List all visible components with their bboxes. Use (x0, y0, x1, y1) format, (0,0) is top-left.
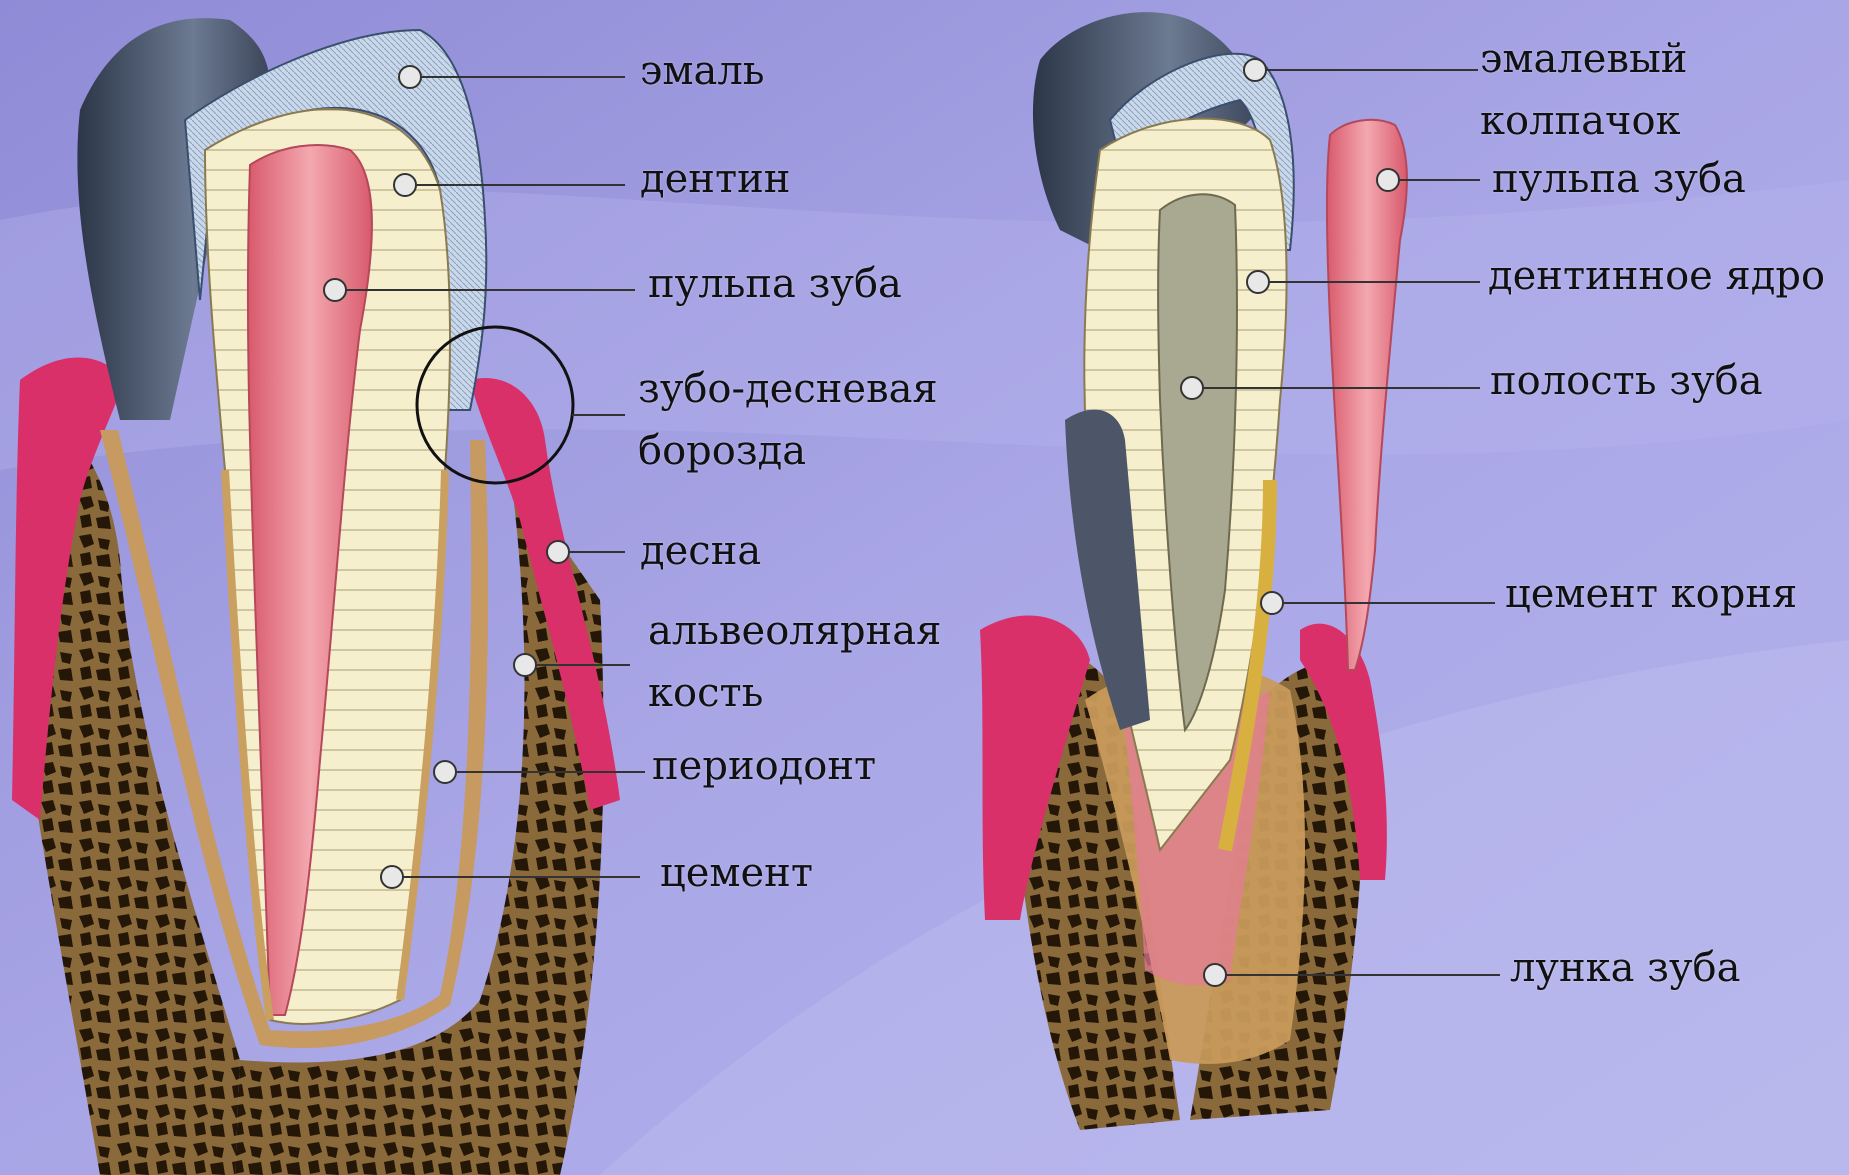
label-gingival-sulcus-line2: борозда (638, 420, 938, 482)
label-gum: десна (640, 520, 761, 582)
label-enamel-cap-line2: колпачок (1480, 90, 1687, 152)
label-tooth-socket-text: лунка зуба (1510, 937, 1740, 999)
label-enamel-text: эмаль (640, 40, 765, 102)
label-dentin-core-text: дентинное ядро (1488, 245, 1825, 307)
label-alveolar-bone-line1: альвеолярная (648, 600, 941, 662)
label-gum-text: десна (640, 520, 761, 582)
label-cement: цемент (660, 842, 813, 904)
label-cement-text: цемент (660, 842, 813, 904)
label-alveolar-bone: альвеолярная кость (648, 600, 941, 724)
label-tooth-cavity-text: полость зуба (1490, 350, 1763, 412)
label-dentin-text: дентин (640, 148, 790, 210)
label-pulp-text: пульпа зуба (648, 253, 902, 315)
label-pulp: пульпа зуба (648, 253, 902, 315)
label-alveolar-bone-line2: кость (648, 662, 941, 724)
label-gingival-sulcus-line1: зубо-десневая (638, 358, 938, 420)
label-dentin: дентин (640, 148, 790, 210)
label-right-pulp-text: пульпа зуба (1492, 148, 1746, 210)
label-right-pulp: пульпа зуба (1492, 148, 1746, 210)
label-enamel: эмаль (640, 40, 765, 102)
label-root-cement: цемент корня (1505, 563, 1797, 625)
label-dentin-core: дентинное ядро (1488, 245, 1825, 307)
label-root-cement-text: цемент корня (1505, 563, 1797, 625)
label-enamel-cap: эмалевый колпачок (1480, 28, 1687, 152)
label-enamel-cap-line1: эмалевый (1480, 28, 1687, 90)
label-tooth-cavity: полость зуба (1490, 350, 1763, 412)
label-gingival-sulcus: зубо-десневая борозда (638, 358, 938, 482)
label-periodontium: периодонт (652, 735, 876, 797)
label-periodontium-text: периодонт (652, 735, 876, 797)
label-tooth-socket: лунка зуба (1510, 937, 1740, 999)
